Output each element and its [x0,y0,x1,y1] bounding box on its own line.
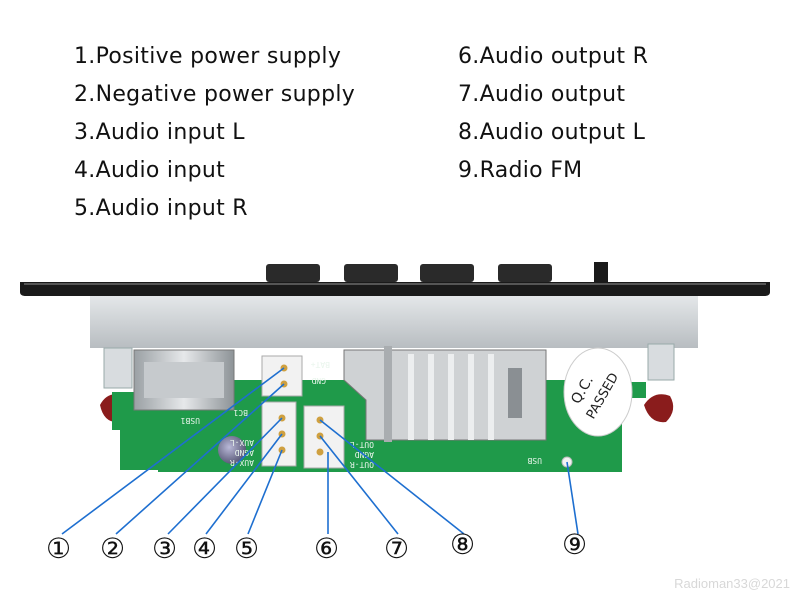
callout-number-2: ② [100,532,126,565]
left-post [103,347,133,389]
silk-aux-r: AUX-R [230,458,254,467]
leader-line-8 [319,419,465,535]
silk-out-l: OUT-L [350,440,374,449]
leader-lines [61,367,579,535]
front-bezel [20,282,770,296]
callout-number-6: ⑥ [314,532,340,565]
right-screw [644,394,674,423]
callout-number-4: ④ [192,532,218,565]
callout-number-3: ③ [152,532,178,565]
power-connector [261,355,303,397]
legend-item-7: 7.Audio output [458,82,626,107]
leader-line-5 [247,449,283,535]
bezel-highlight [24,283,766,285]
front-button-3 [420,264,474,282]
silk-agnd: AGND [235,448,254,457]
silk-usb: USB [527,456,542,465]
legend-item-3: 3.Audio input L [74,120,245,145]
legend-item-9: 9.Radio FM [458,158,583,183]
legend-item-4: 4.Audio input [74,158,226,183]
front-button-2 [344,264,398,282]
callout-number-5: ⑤ [234,532,260,565]
silk-out-r: OUT-R [350,460,374,469]
capacitor [218,436,246,464]
callout-number-7: ⑦ [384,532,410,565]
callout-number-1: ① [46,532,72,565]
legend-item-1: 1.Positive power supply [74,44,342,69]
leader-line-1 [61,367,285,535]
front-button-4 [498,264,552,282]
faceplate [90,296,698,348]
silk-gnd: GND [311,376,326,385]
watermark: Radioman33@2021 [674,576,790,591]
legend-item-2: 2.Negative power supply [74,82,356,107]
callout-number-9: ⑨ [562,528,588,561]
legend-item-6: 6.Audio output R [458,44,649,69]
qc-passed-sticker: Q.C. PASSED [563,347,633,437]
right-post [647,343,675,381]
card-slot [343,346,547,442]
silk-aux-l: AUX-L [230,438,254,447]
front-buttons [266,262,608,284]
front-switch [594,262,608,284]
callout-number-8: ⑧ [450,528,476,561]
silk-bc1: BC1 [233,408,248,417]
leader-line-3 [167,417,283,535]
silk-usb1: USB1 [181,416,200,425]
leader-line-9 [566,461,579,535]
legend-item-5: 5.Audio input R [74,196,248,221]
front-button-1 [266,264,320,282]
leader-line-7 [319,435,399,535]
leader-line-2 [115,383,285,535]
silk-bat-plus: BAT+ [311,360,330,369]
usb1-port-inner [144,362,224,398]
legend-item-8: 8.Audio output L [458,120,646,145]
leader-line-4 [205,433,283,535]
